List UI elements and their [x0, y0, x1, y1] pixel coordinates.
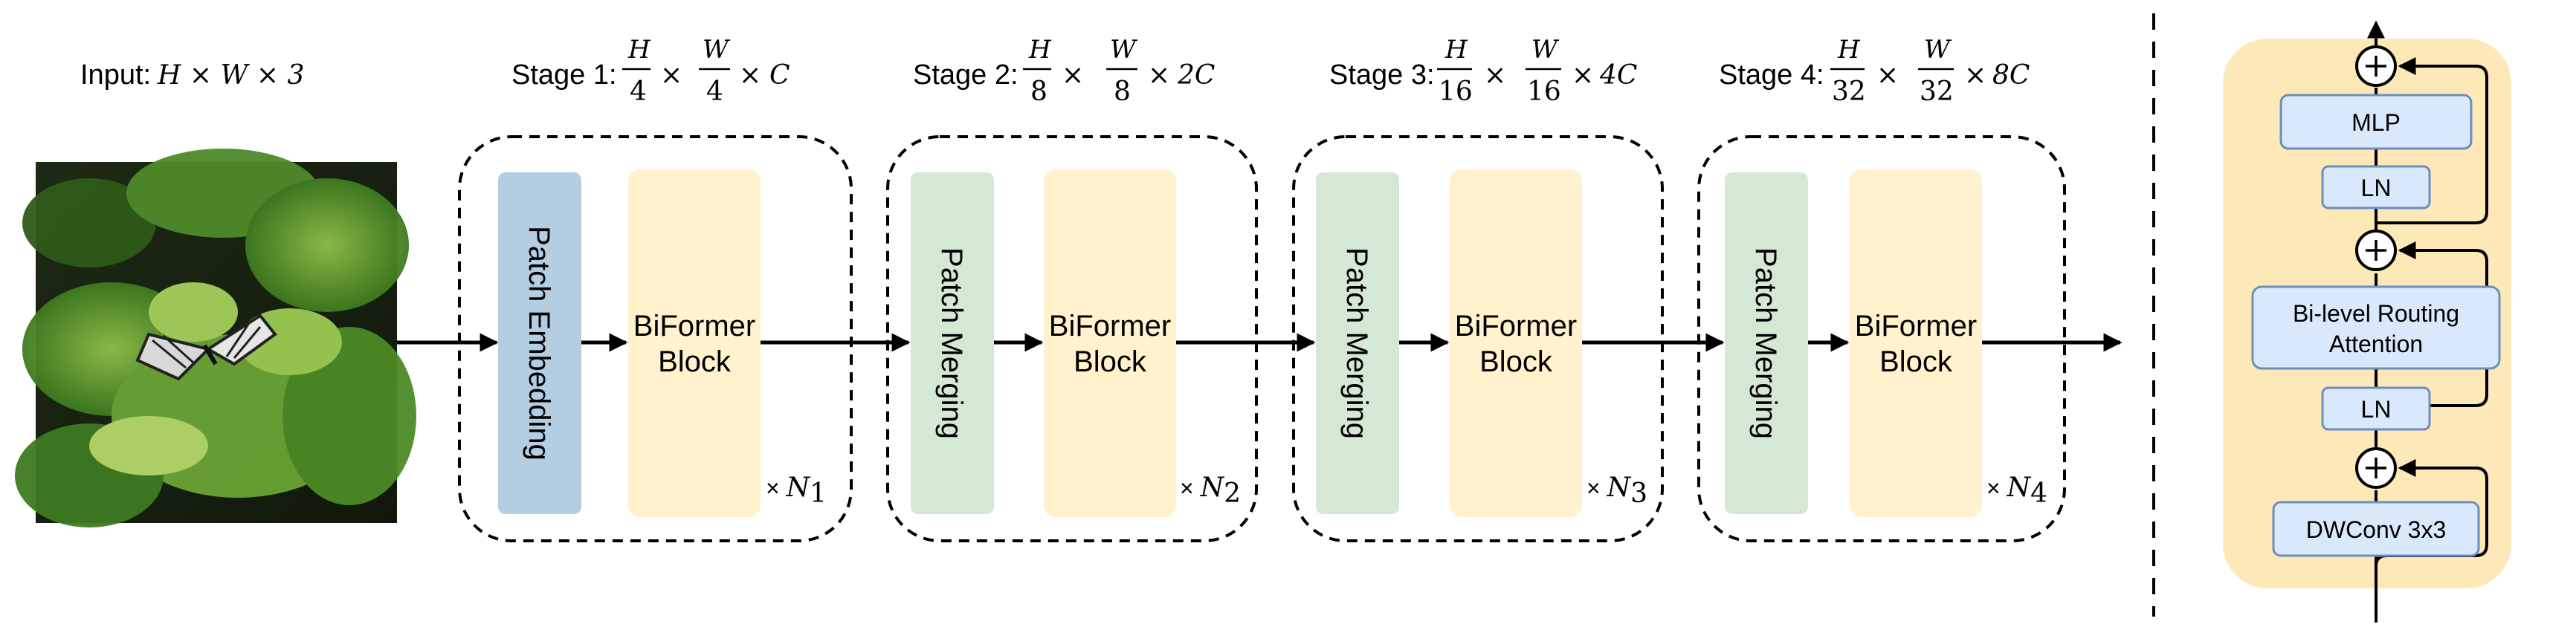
svg-text:H: H — [627, 35, 651, 65]
add-node-bottom — [2355, 447, 2397, 489]
svg-text:16: 16 — [1439, 77, 1473, 107]
stage-shape-formula: H 4 × W 4 × C — [622, 35, 790, 107]
svg-text:×: × — [1964, 60, 1986, 91]
svg-text:Stage 4:: Stage 4: — [1719, 59, 1824, 91]
svg-text:×: × — [660, 60, 682, 91]
stage-2: Stage 2: H 8 × W 8 × 2C Patch Merging Bi… — [886, 35, 1258, 542]
patch-merging-block — [1725, 172, 1808, 514]
svg-text:×: × — [1148, 60, 1170, 91]
stage-label: Stage 1: — [511, 59, 617, 91]
svg-text:H: H — [1837, 35, 1861, 65]
svg-text:Stage 2:: Stage 2: — [913, 59, 1019, 91]
stage-shape-formula: H 8 × W 8 × 2C — [1023, 35, 1215, 107]
repeat-count: × N3 — [1586, 472, 1647, 509]
svg-text:Patch Merging: Patch Merging — [1749, 247, 1782, 439]
svg-text:LN: LN — [2361, 175, 2392, 201]
svg-text:×: × — [739, 60, 761, 91]
svg-text:2C: 2C — [1177, 60, 1215, 91]
input-label: Input: H × W × 3 — [80, 59, 304, 91]
input-dims: H × W × 3 — [157, 60, 304, 91]
svg-text:4: 4 — [706, 77, 723, 107]
svg-text:Block: Block — [1879, 345, 1953, 378]
svg-text:32: 32 — [1832, 77, 1866, 107]
patch-merging-block — [911, 172, 994, 514]
biformer-block — [1450, 169, 1582, 517]
stage-4: Stage 4: H 32 × W 32 × 8C Patch Merging … — [1697, 35, 2066, 542]
input-image — [15, 149, 416, 527]
biformer-block — [1850, 169, 1982, 517]
mlp-box — [2279, 94, 2473, 150]
svg-text:Stage 3:: Stage 3: — [1329, 59, 1435, 91]
svg-text:×: × — [1876, 60, 1899, 91]
patch-merging-label: Patch Merging — [935, 247, 968, 439]
svg-text:Block: Block — [1074, 345, 1147, 378]
stage-3: Stage 3: H 16 × W 16 × 4C Patch Merging … — [1292, 35, 1664, 542]
svg-text:32: 32 — [1920, 77, 1954, 107]
svg-text:Patch Merging: Patch Merging — [1340, 247, 1373, 439]
svg-text:W: W — [703, 35, 731, 65]
svg-text:4C: 4C — [1599, 60, 1637, 91]
svg-text:W: W — [1110, 35, 1138, 65]
svg-text:W: W — [1531, 35, 1560, 65]
input-prefix: Input: — [80, 59, 151, 91]
svg-text:W: W — [1924, 35, 1952, 65]
biformer-block-detail: MLP LN Bi-level Routing Attention LN DWC… — [2223, 20, 2511, 623]
dwconv-box — [2272, 501, 2480, 557]
add-node-middle — [2355, 230, 2397, 271]
bi-level-routing-attention-box — [2251, 285, 2501, 370]
repeat-count: × N4 — [1986, 472, 2047, 509]
svg-text:H: H — [1028, 35, 1052, 65]
svg-text:16: 16 — [1527, 77, 1561, 107]
svg-text:C: C — [769, 60, 790, 91]
svg-text:8: 8 — [1114, 77, 1131, 107]
repeat-count: × N1 — [766, 472, 827, 509]
svg-text:8: 8 — [1030, 77, 1047, 107]
svg-text:Block: Block — [1479, 345, 1553, 378]
stage-1: Stage 1: H 4 × W 4 × C Patch Embedding B… — [458, 35, 853, 542]
layernorm-box-bottom — [2321, 386, 2431, 431]
stage-frame — [1292, 135, 1664, 542]
repeat-count: × N2 — [1180, 472, 1241, 509]
biformer-label-line2: Block — [658, 345, 732, 378]
svg-text:Bi-level Routing: Bi-level Routing — [2293, 300, 2459, 327]
patch-embedding-label: Patch Embedding — [523, 226, 555, 461]
svg-text:×: × — [1062, 60, 1084, 91]
stage-shape-formula: H 32 × W 32 × 8C — [1830, 35, 2030, 107]
patch-merging-block — [1316, 172, 1399, 514]
layernorm-box-top — [2321, 165, 2431, 209]
biformer-label-line1: BiFormer — [633, 310, 755, 342]
patch-embedding-block — [498, 172, 581, 514]
biformer-block — [1044, 169, 1176, 517]
svg-text:MLP: MLP — [2351, 109, 2401, 136]
biformer-block — [628, 169, 761, 517]
svg-text:Attention: Attention — [2329, 331, 2423, 357]
stage-shape-formula: H 16 × W 16 × 4C — [1437, 35, 1637, 107]
svg-text:BiFormer: BiFormer — [1455, 310, 1577, 342]
svg-text:LN: LN — [2361, 396, 2392, 423]
svg-text:H: H — [1444, 35, 1468, 65]
stage-frame — [1697, 135, 2066, 542]
svg-text:×: × — [1484, 60, 1506, 91]
stage-frame — [886, 135, 1258, 542]
svg-text:4: 4 — [630, 77, 647, 107]
svg-text:DWConv 3x3: DWConv 3x3 — [2306, 516, 2447, 543]
svg-text:×: × — [1572, 60, 1594, 91]
svg-text:8C: 8C — [1992, 60, 2030, 91]
svg-text:BiFormer: BiFormer — [1855, 310, 1977, 342]
svg-text:BiFormer: BiFormer — [1049, 310, 1171, 342]
add-node-top — [2355, 45, 2397, 87]
stage-frame — [458, 135, 853, 542]
butterfly-icon — [135, 314, 277, 381]
